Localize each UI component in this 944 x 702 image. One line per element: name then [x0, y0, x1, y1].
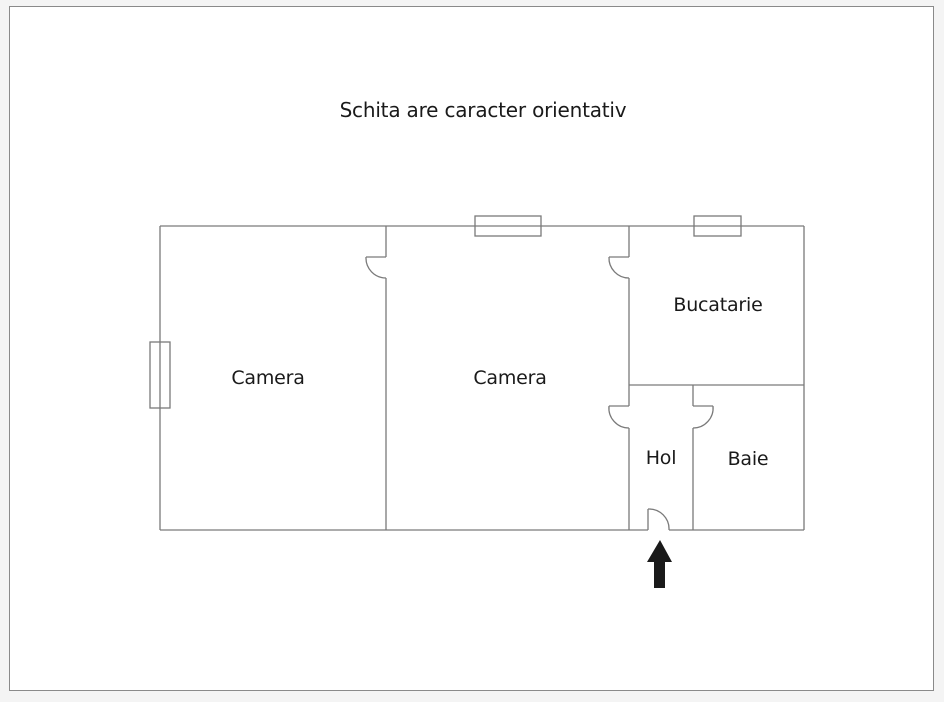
wall-camera1-camera2 — [366, 226, 387, 530]
door-arc-camera2 — [608, 405, 630, 429]
room-label-bucatarie: Bucatarie — [673, 294, 763, 316]
entrance-arrow-icon — [647, 540, 672, 588]
plan-title: Schita are caracter orientativ — [339, 98, 627, 122]
plan-frame — [9, 6, 934, 691]
wall-camera2-east — [609, 226, 630, 530]
room-label-baie: Baie — [727, 448, 769, 470]
entrance-door — [647, 508, 670, 531]
window-camera1-left — [149, 341, 171, 409]
door-arc-bucatarie — [608, 256, 630, 279]
door-arc-camera1 — [365, 256, 387, 279]
wall-hol-baie — [692, 385, 713, 530]
window-bucatarie-top — [693, 215, 742, 237]
room-label-hol: Hol — [645, 447, 677, 469]
window-camera2-top — [474, 215, 542, 237]
door-arc-baie — [692, 405, 714, 429]
outer-walls — [159, 225, 805, 531]
room-label-camera-2: Camera — [473, 367, 547, 389]
room-label-camera-1: Camera — [231, 367, 305, 389]
